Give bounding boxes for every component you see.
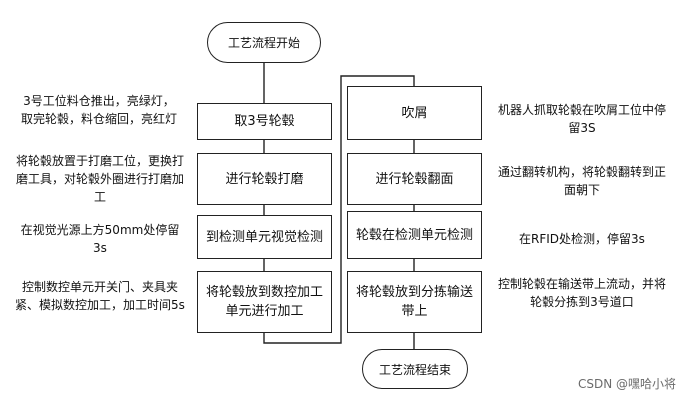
note-flip-hub: 通过翻转机构，将轮毂翻转到正面朝下 <box>494 163 670 199</box>
step-label: 进行轮毂翻面 <box>375 171 454 187</box>
step-visual-inspection: 到检测单元视觉检测 <box>197 215 332 259</box>
note-cnc-machining: 控制数控单元开关门、夹具夹紧、模拟数控加工，加工时间5s <box>12 278 188 314</box>
end-terminator: 工艺流程结束 <box>362 349 468 389</box>
note-text: 将轮毂放置于打磨工位，更换打磨工具，对轮毂外圈进行打磨加工 <box>15 154 184 204</box>
note-text: 机器人抓取轮毂在吹屑工位中停留3S <box>497 103 666 135</box>
connector-left-to-right <box>263 75 415 344</box>
step-grinding: 进行轮毂打磨 <box>197 153 332 205</box>
step-rfid-check: 轮毂在检测单元检测 <box>347 211 482 259</box>
note-text: 控制轮毂在输送带上流动，并将轮毂分拣到3号道口 <box>497 277 666 309</box>
step-label: 将轮毂放到数控加工单元进行加工 <box>205 285 323 319</box>
end-label: 工艺流程结束 <box>378 362 451 377</box>
step-sorting-conveyor: 将轮毂放到分拣输送带上 <box>347 271 482 333</box>
note-fetch-hub: 3号工位料仓推出，亮绿灯，取完轮毂，料仓缩回，亮红灯 <box>18 92 180 128</box>
note-rfid-check: 在RFID处检测，停留3s <box>494 230 670 248</box>
note-blow-chips: 机器人抓取轮毂在吹屑工位中停留3S <box>494 101 670 137</box>
step-flip-hub: 进行轮毂翻面 <box>347 153 482 205</box>
start-terminator: 工艺流程开始 <box>207 22 321 63</box>
step-label: 到检测单元视觉检测 <box>205 229 323 245</box>
step-label: 吹屑 <box>401 105 428 121</box>
watermark: CSDN @嘿哈小将 <box>577 377 676 391</box>
step-fetch-hub: 取3号轮毂 <box>197 103 332 140</box>
start-label: 工艺流程开始 <box>227 36 300 50</box>
note-text: 在RFID处检测，停留3s <box>519 232 645 246</box>
note-text: 通过翻转机构，将轮毂翻转到正面朝下 <box>497 165 666 197</box>
step-cnc-machining: 将轮毂放到数控加工单元进行加工 <box>197 271 332 333</box>
note-grinding: 将轮毂放置于打磨工位，更换打磨工具，对轮毂外圈进行打磨加工 <box>12 152 188 206</box>
step-label: 取3号轮毂 <box>234 114 295 129</box>
note-text: 3号工位料仓推出，亮绿灯，取完轮毂，料仓缩回，亮红灯 <box>20 94 177 126</box>
step-blow-chips: 吹屑 <box>347 86 482 140</box>
step-label: 将轮毂放到分拣输送带上 <box>355 285 473 319</box>
step-label: 进行轮毂打磨 <box>225 171 304 187</box>
step-label: 轮毂在检测单元检测 <box>355 227 473 243</box>
note-text: 在视觉光源上方50mm处停留3s <box>20 223 180 255</box>
note-text: 控制数控单元开关门、夹具夹紧、模拟数控加工，加工时间5s <box>15 280 185 312</box>
note-sorting-conveyor: 控制轮毂在输送带上流动，并将轮毂分拣到3号道口 <box>494 275 670 311</box>
note-visual-inspection: 在视觉光源上方50mm处停留3s <box>14 221 186 257</box>
